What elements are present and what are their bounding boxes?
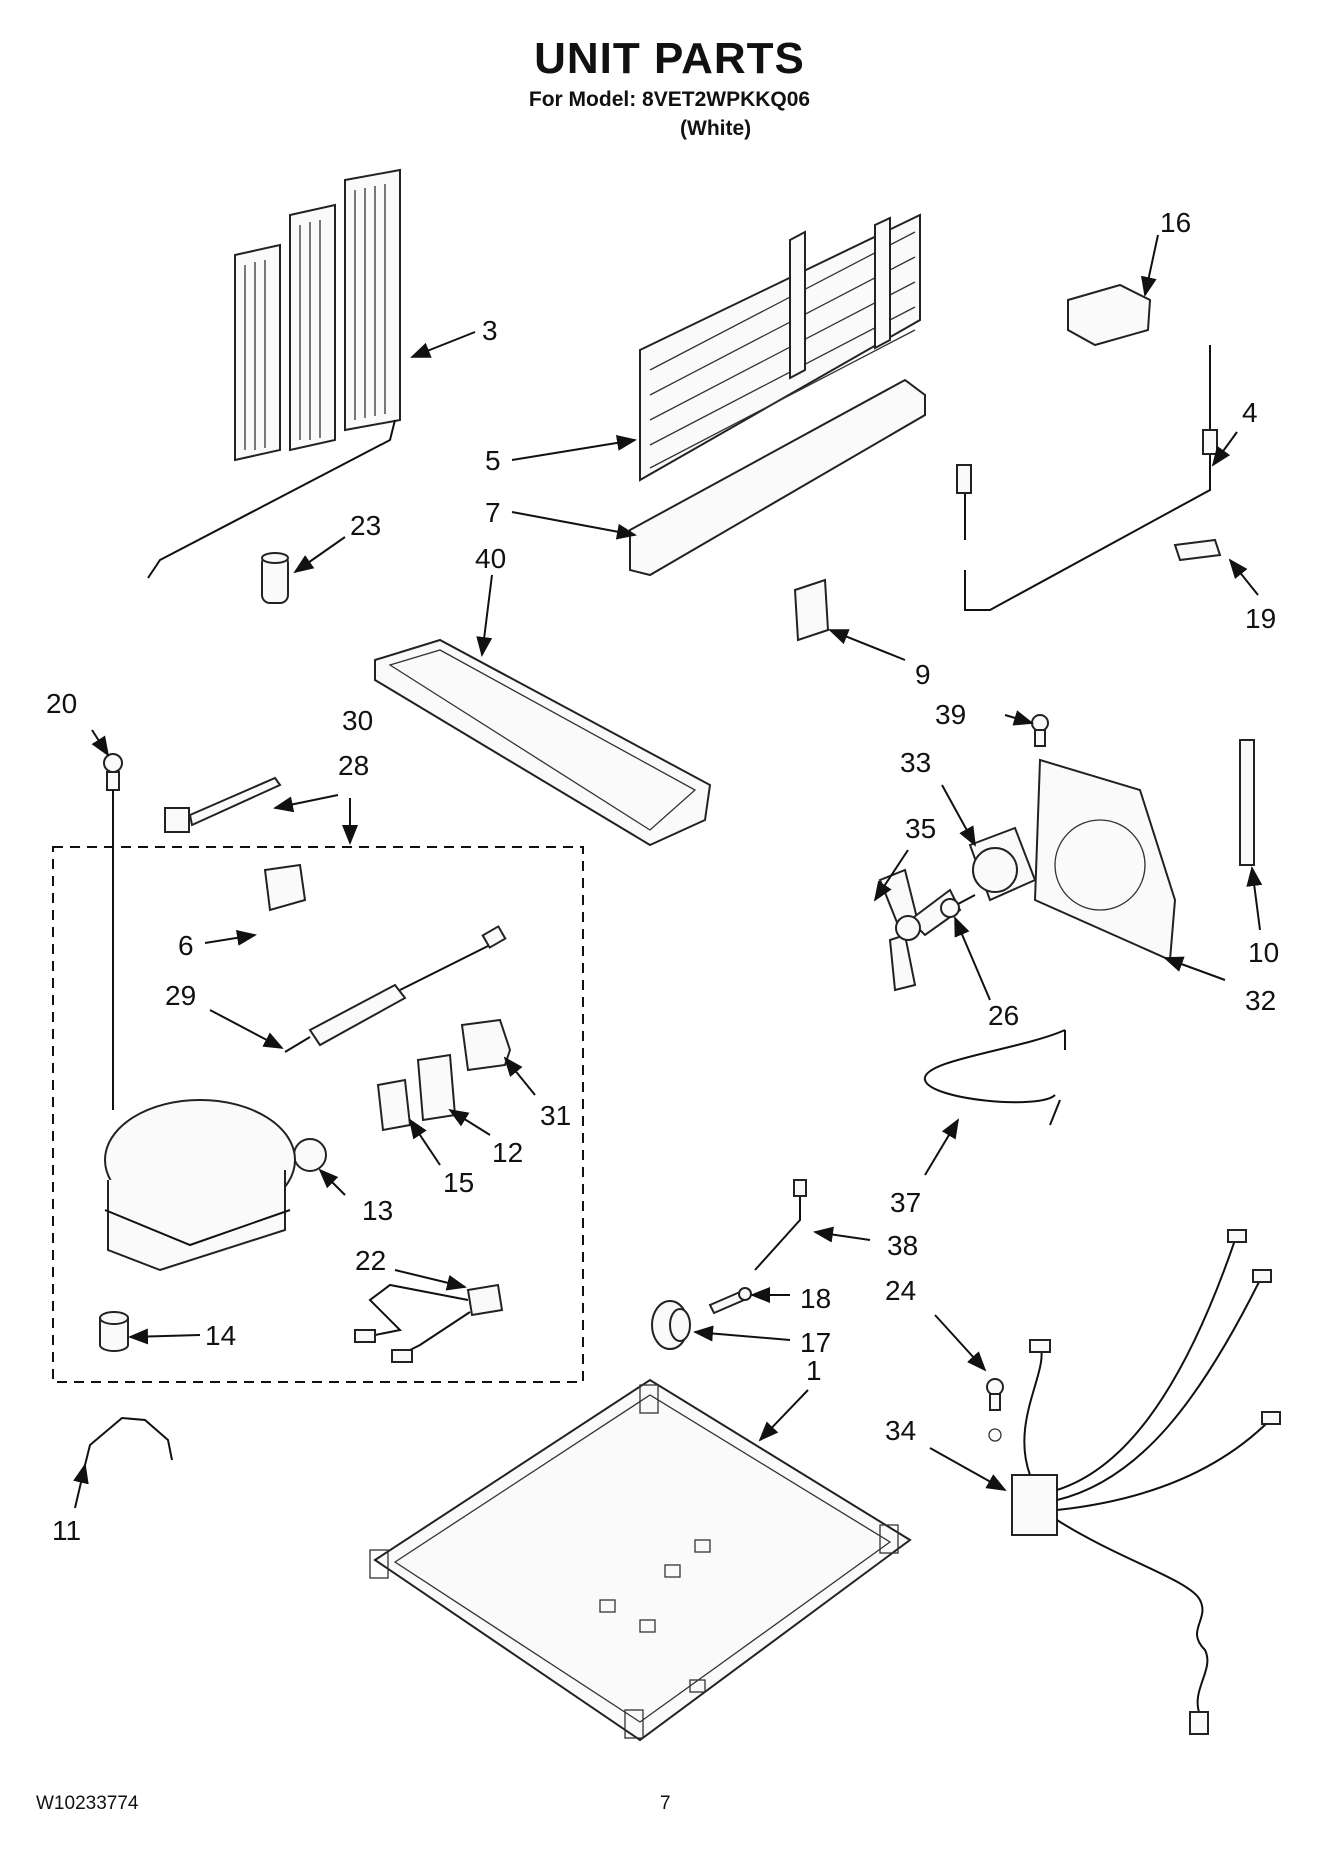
callout-34: 34 bbox=[885, 1415, 916, 1446]
capacitor bbox=[261, 552, 289, 604]
compressor bbox=[104, 1099, 296, 1272]
main-wire-harness bbox=[1011, 1229, 1281, 1735]
foam-strip bbox=[1239, 739, 1255, 866]
compressor-assembly-box bbox=[52, 846, 584, 1383]
callout-18: 18 bbox=[800, 1283, 831, 1314]
fan-shroud bbox=[1033, 758, 1177, 962]
control-knob bbox=[1067, 283, 1152, 347]
callout-1: 1 bbox=[806, 1355, 822, 1386]
evaporator-coil bbox=[639, 213, 921, 482]
document-number: W10233774 bbox=[36, 1793, 139, 1814]
callout-10: 10 bbox=[1248, 937, 1279, 968]
fan-bracket-screw bbox=[1031, 714, 1049, 747]
mounting-bolt bbox=[708, 1287, 752, 1315]
cable-tie bbox=[164, 776, 282, 833]
capillary-clip bbox=[1173, 538, 1222, 562]
relay bbox=[263, 863, 307, 912]
callout-37: 37 bbox=[890, 1187, 921, 1218]
model-variant: (White) bbox=[680, 117, 752, 140]
harness-screw bbox=[986, 1378, 1004, 1442]
base-frame bbox=[369, 1378, 912, 1742]
compressor-grommet bbox=[99, 1311, 129, 1352]
callout-30: 30 bbox=[342, 705, 373, 736]
callout-9: 9 bbox=[915, 659, 931, 690]
callout-38: 38 bbox=[887, 1230, 918, 1261]
fan-blade bbox=[878, 868, 962, 992]
callout-32: 32 bbox=[1245, 985, 1276, 1016]
wire-clip bbox=[84, 1416, 173, 1466]
start-device bbox=[416, 1053, 457, 1122]
callout-16: 16 bbox=[1160, 207, 1191, 238]
callout-13: 13 bbox=[362, 1195, 393, 1226]
callout-5: 5 bbox=[485, 445, 501, 476]
fan-nut bbox=[940, 894, 976, 918]
ptc-relay bbox=[376, 1078, 412, 1132]
callout-31: 31 bbox=[540, 1100, 571, 1131]
callout-22: 22 bbox=[355, 1245, 386, 1276]
drain-pan bbox=[374, 638, 712, 847]
terminal-cover bbox=[293, 1138, 327, 1172]
drain-trough bbox=[629, 378, 926, 577]
ground-screw bbox=[103, 753, 123, 1110]
callout-39: 39 bbox=[935, 699, 966, 730]
filter-drier bbox=[284, 925, 507, 1053]
callout-19: 19 bbox=[1245, 603, 1276, 634]
tube-fitting bbox=[754, 1179, 807, 1271]
callout-24: 24 bbox=[885, 1275, 916, 1306]
callout-7: 7 bbox=[485, 497, 501, 528]
callout-15: 15 bbox=[443, 1167, 474, 1198]
fan-motor bbox=[968, 826, 1037, 902]
roller-wheel bbox=[651, 1300, 691, 1350]
condenser-tubing bbox=[923, 1029, 1066, 1126]
callout-20: 20 bbox=[46, 688, 77, 719]
callout-14: 14 bbox=[205, 1320, 236, 1351]
callout-3: 3 bbox=[482, 315, 498, 346]
condenser-coil bbox=[147, 168, 401, 579]
callout-4: 4 bbox=[1242, 397, 1258, 428]
thermostat-capillary bbox=[956, 345, 1218, 611]
callout-11: 11 bbox=[52, 1515, 81, 1546]
mounting-bracket bbox=[793, 578, 830, 642]
callout-35: 35 bbox=[905, 813, 936, 844]
callout-40: 40 bbox=[475, 543, 506, 574]
overload-protector bbox=[460, 1018, 512, 1072]
callout-17: 17 bbox=[800, 1327, 831, 1358]
page-title: UNIT PARTS bbox=[534, 34, 805, 83]
callout-numbers: 3 23 5 7 40 16 4 19 9 39 33 35 10 32 26 … bbox=[46, 207, 1279, 1546]
callout-6: 6 bbox=[178, 930, 194, 961]
callout-29: 29 bbox=[165, 980, 196, 1011]
callout-33: 33 bbox=[900, 747, 931, 778]
callout-28: 28 bbox=[338, 750, 369, 781]
callout-26: 26 bbox=[988, 1000, 1019, 1031]
compressor-harness bbox=[354, 1283, 504, 1363]
callout-23: 23 bbox=[350, 510, 381, 541]
page-number: 7 bbox=[660, 1793, 671, 1814]
leader-lines bbox=[73, 234, 1263, 1509]
model-line: For Model: 8VET2WPKKQ06 bbox=[528, 88, 811, 111]
callout-12: 12 bbox=[492, 1137, 523, 1168]
